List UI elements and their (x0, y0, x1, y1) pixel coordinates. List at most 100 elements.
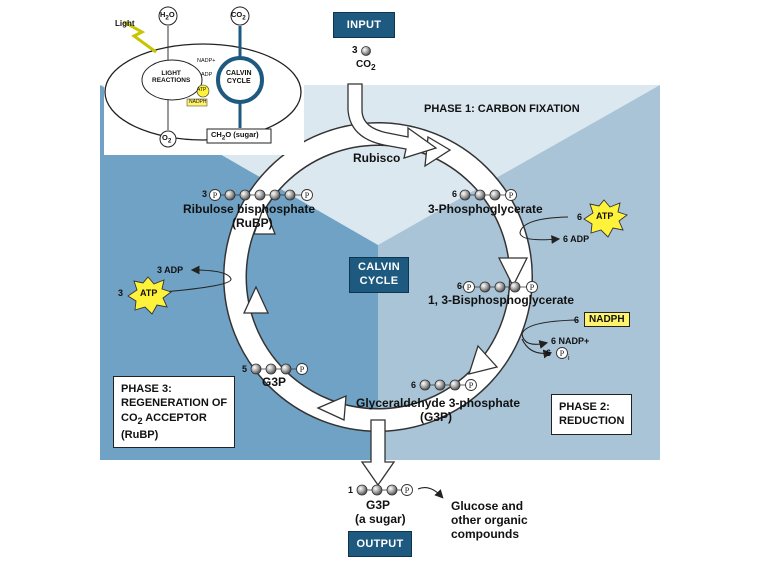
output-count: 1 (348, 485, 354, 495)
output-carbon (356, 484, 368, 496)
phosphate-symbol: P (469, 381, 474, 390)
pga-carbon (459, 189, 471, 201)
cycle-arrowheads (242, 135, 529, 421)
inset-adp-label: ADP (201, 72, 213, 78)
rubp-phosphate-right: P (301, 189, 313, 201)
rubp-carbon (224, 189, 236, 201)
atp-starburst-phase3 (127, 276, 172, 315)
atp-in-phase2-arrow (519, 216, 569, 244)
inset-light-label: Light (115, 19, 135, 28)
atp-phase3-label: ATP (140, 288, 158, 298)
pga-carbon (489, 189, 501, 201)
output-sub: (a sugar) (355, 512, 406, 526)
pi-count: 6 (546, 348, 552, 358)
chloroplast-inset (104, 6, 304, 155)
nadph-label: NADPH (584, 312, 630, 327)
phosphate-symbol: P (213, 191, 218, 200)
rubp-name: Ribulose bisphosphate (183, 202, 316, 216)
g3p-regen-carbon (280, 363, 292, 375)
phase3-line2: REGENERATION OF (121, 397, 228, 410)
side-arrows (162, 216, 579, 499)
rubp-carbon (269, 189, 281, 201)
rubp-carbon (239, 189, 251, 201)
nadph-in-arrow (521, 319, 579, 349)
arrowhead-pga (497, 257, 529, 288)
pi-symbol: P (560, 349, 565, 358)
inset-light-bolt (123, 20, 157, 54)
bpg-carbon (494, 281, 506, 293)
g3p-cycle-name: Glyceraldehyde 3-phosphate (356, 396, 521, 410)
atp-phase2-label: ATP (596, 211, 614, 221)
phosphate-symbol: P (530, 283, 535, 292)
g3p-regen-count: 5 (242, 364, 248, 374)
output-product: Glucose and other organic compounds (451, 499, 528, 541)
bpg-phosphate-right: P (526, 281, 538, 293)
phosphate-symbol: P (509, 191, 514, 200)
rubp-carbon (254, 189, 266, 201)
nadp-label: 6 NADP+ (551, 336, 590, 346)
arrowhead-bpg (468, 344, 499, 375)
output-carbon (386, 484, 398, 496)
inset-atp-burst (196, 84, 210, 98)
g3p-regen-phosphate: P (296, 363, 308, 375)
phosphate-symbol: P (467, 283, 472, 292)
phosphate-symbol: P (300, 365, 305, 374)
arrowhead-regen-high (253, 204, 276, 235)
bpg-name: 1, 3-Bisphosphoglycerate (428, 293, 575, 307)
input-tag: INPUT (333, 12, 395, 38)
bpg-count: 6 (457, 281, 463, 291)
phosphate-symbol: P (405, 486, 410, 495)
molecule-balls (215, 46, 538, 496)
g3p-cycle-abbr: (G3P) (420, 410, 453, 424)
inset-o2-label: O2 (162, 133, 172, 145)
rubp-abbr: (RuBP) (232, 216, 273, 230)
g3p-carbon (434, 379, 446, 391)
pga-count: 6 (452, 189, 458, 199)
inset-atp-label: ATP (197, 87, 207, 93)
pi-phosphate: P (556, 347, 568, 359)
input-arrow (347, 83, 438, 159)
atp-phase3-count: 3 (118, 288, 124, 298)
g3p-carbon (449, 379, 461, 391)
inset-sugar-label: CH2O (sugar) (211, 130, 259, 142)
phase2-box: PHASE 2: REDUCTION (551, 394, 633, 435)
bpg-phosphate-left: P (463, 281, 475, 293)
output-phosphate: P (401, 484, 413, 496)
phase1-label: PHASE 1: CARBON FIXATION (424, 103, 580, 115)
g3p-carbon (419, 379, 431, 391)
phosphate-symbol: P (305, 191, 310, 200)
inset-nadp-label: NADP+ (197, 58, 216, 64)
inset-h2o-circle (158, 6, 178, 26)
inset-nadph-box (186, 98, 208, 107)
output-carbon (371, 484, 383, 496)
pi-subscript: i (568, 355, 570, 362)
phase3-box: PHASE 3: REGENERATION OF CO2 ACCEPTOR (R… (113, 376, 236, 448)
rubp-carbon (284, 189, 296, 201)
arrowhead-regen-low (242, 285, 270, 314)
co2-ball (361, 46, 371, 56)
output-arrow (360, 419, 396, 487)
phase3-line4: (RuBP) (121, 428, 159, 441)
inset-o2-circle (159, 130, 177, 148)
inset-co2-label: CO2 (231, 10, 246, 22)
inset-nadph-label: NADPH (189, 99, 207, 105)
bpg-carbon (509, 281, 521, 293)
rubp-count: 3 (202, 189, 208, 199)
phase3-title: PHASE 3: (121, 383, 172, 395)
g3p-regen-name: G3P (262, 375, 287, 389)
nadph-count: 6 (574, 315, 580, 325)
light-reactions-blob (141, 59, 203, 101)
pga-carbon (474, 189, 486, 201)
nadp-out-arrow (521, 338, 553, 359)
phase2-title: PHASE 2: (559, 401, 610, 413)
glucose-arrow (417, 487, 444, 499)
phase3-line3: CO2 ACCEPTOR (121, 411, 207, 426)
pga-phosphate: P (505, 189, 517, 201)
inset-sugar-box (206, 128, 272, 144)
output-name: G3P (366, 498, 391, 512)
input-co2-count: 3 (352, 45, 358, 56)
output-tag: OUTPUT (348, 531, 412, 557)
